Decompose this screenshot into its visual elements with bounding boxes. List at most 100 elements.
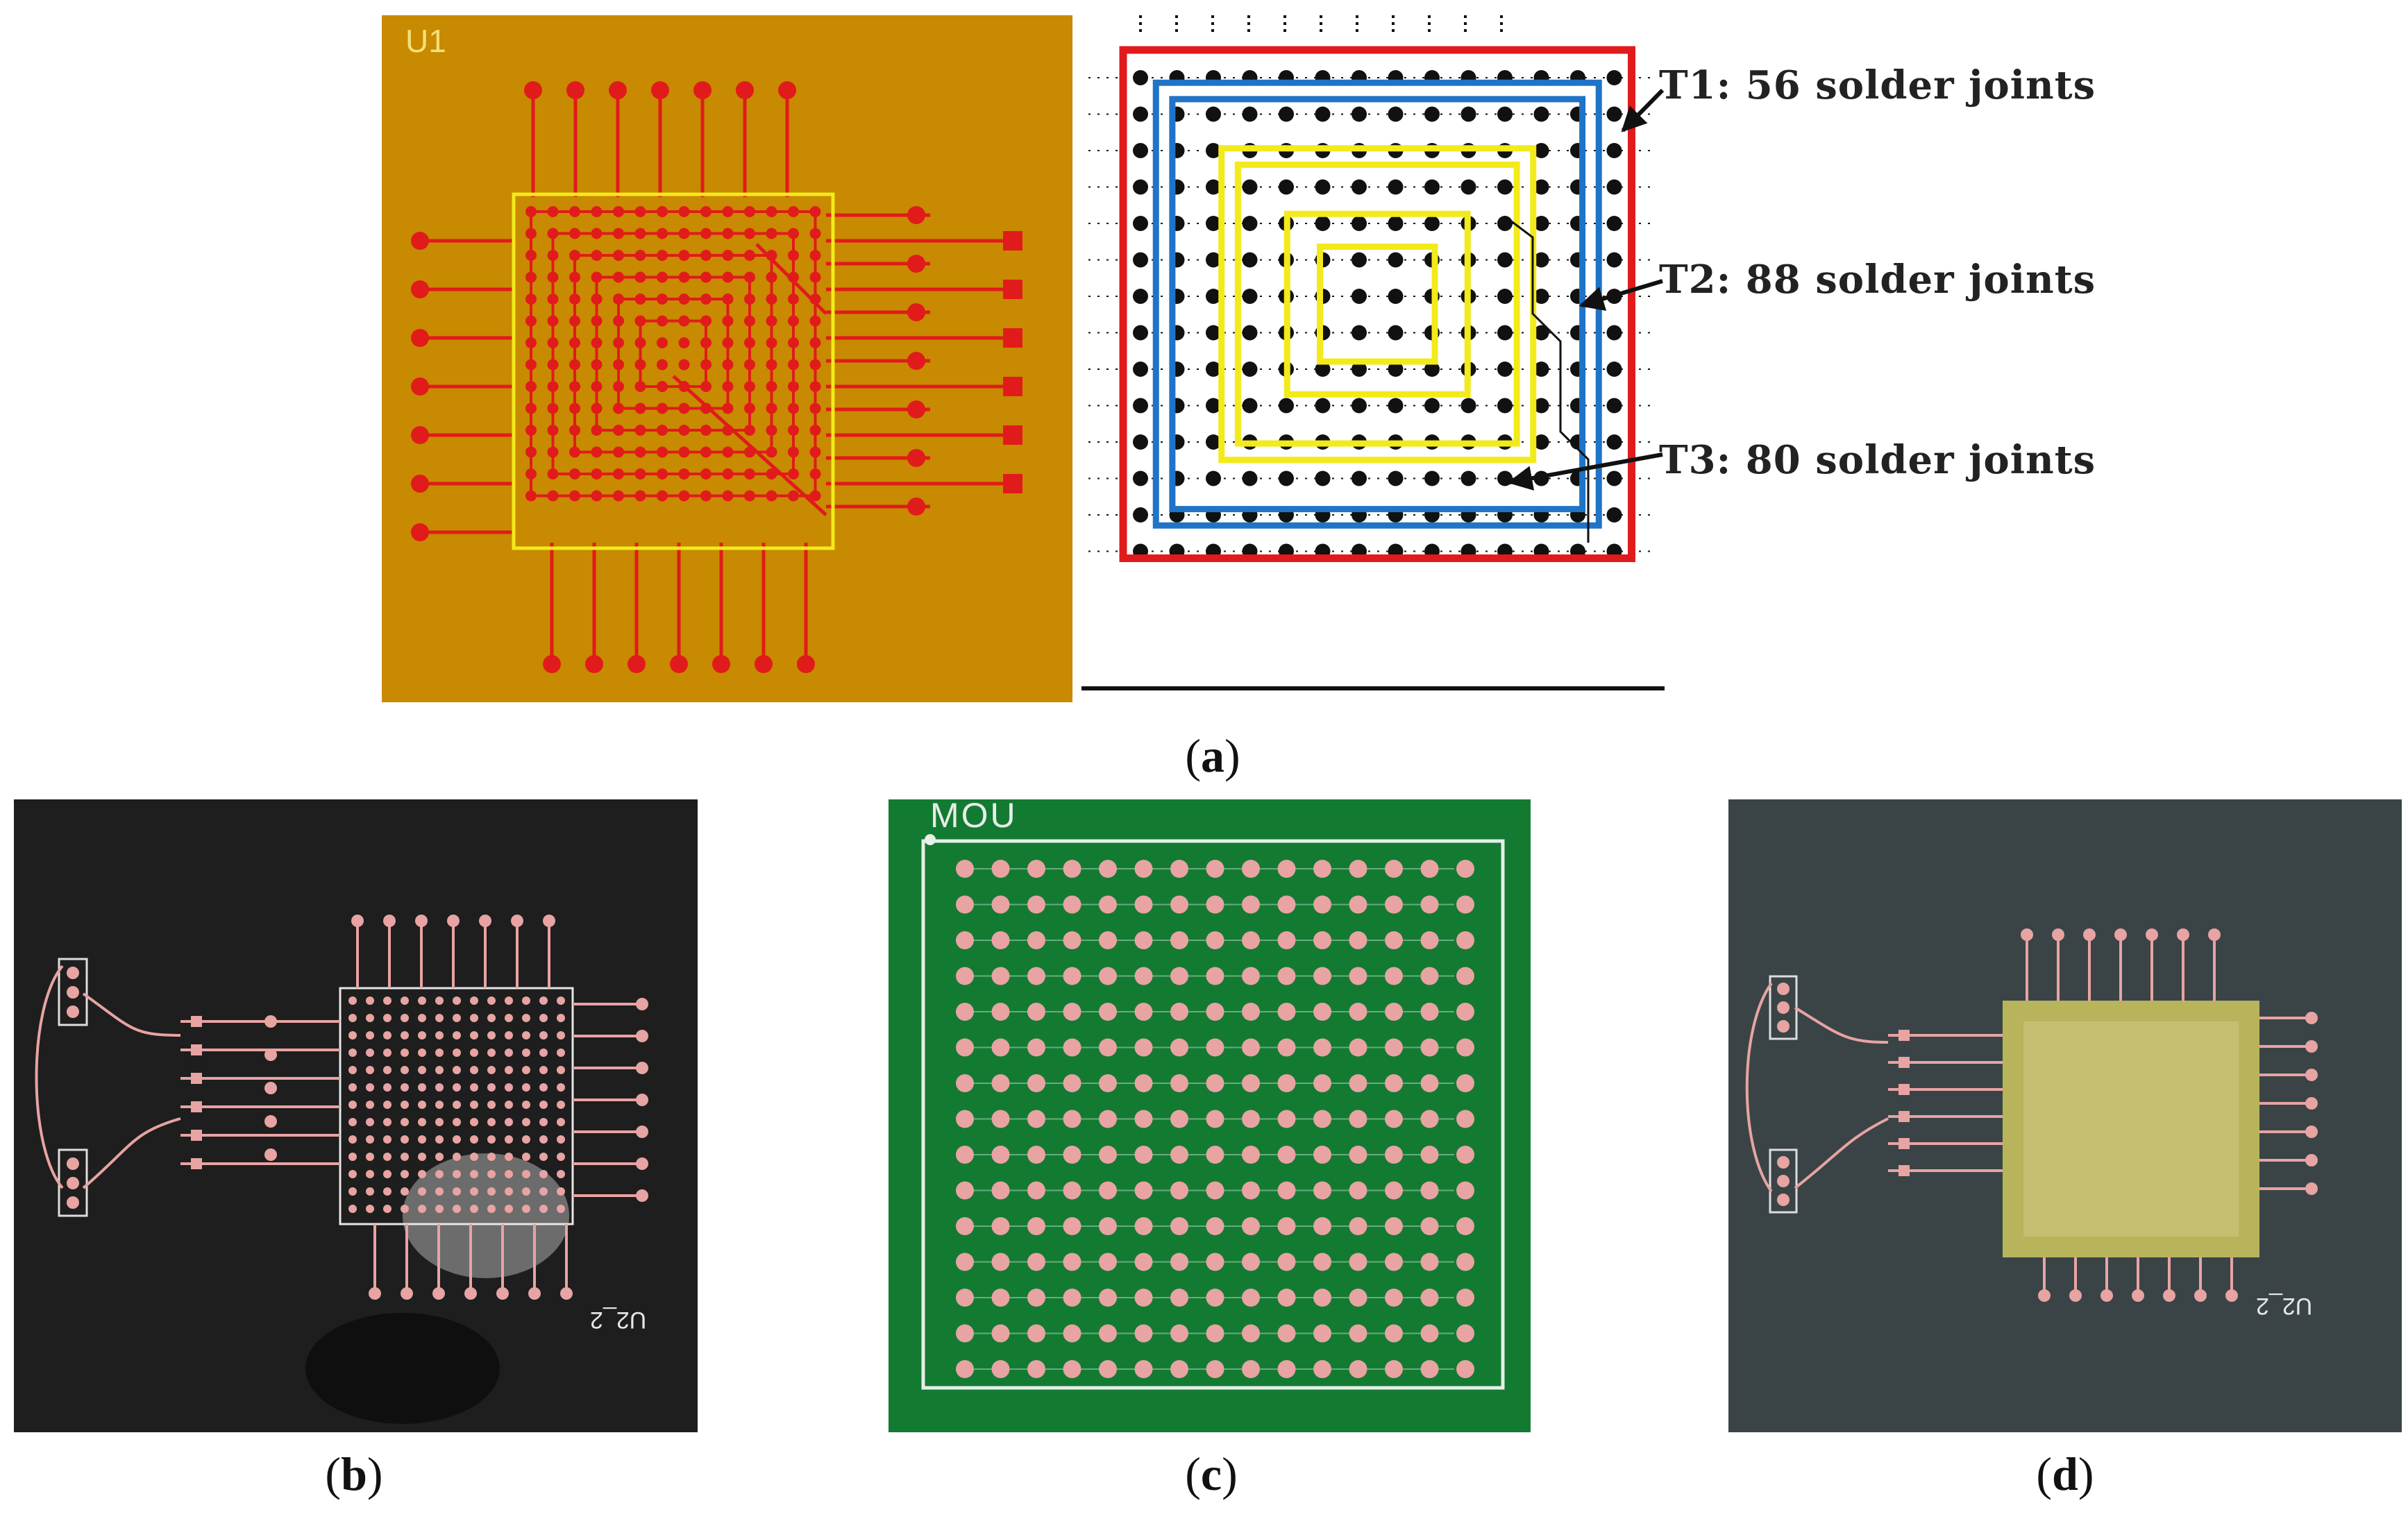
pad: [1420, 1324, 1439, 1343]
solder-joint: [1533, 143, 1549, 158]
pad: [1099, 1038, 1117, 1057]
pad: [505, 1118, 513, 1126]
pad: [1277, 1289, 1296, 1307]
pad: [1099, 1146, 1117, 1164]
caption-b: (b): [325, 1448, 383, 1500]
pad: [383, 1101, 391, 1109]
pad: [557, 996, 565, 1005]
test-pad: [1003, 280, 1022, 299]
pad-bottom: [464, 1287, 477, 1300]
pad: [418, 996, 426, 1005]
pad: [1134, 1146, 1153, 1164]
pad: [1349, 1038, 1367, 1057]
pad: [383, 1187, 391, 1196]
pad: [366, 1049, 374, 1057]
solder-joint: [1606, 252, 1622, 268]
pad-top: [447, 915, 460, 927]
pad: [1242, 895, 1260, 914]
pad: [366, 1014, 374, 1022]
pad: [557, 1031, 565, 1039]
test-pad: [191, 1016, 202, 1027]
chain-trace: [573, 254, 773, 454]
pad: [418, 1187, 426, 1196]
pad: [1099, 1110, 1117, 1128]
pad: [1063, 967, 1081, 985]
pad: [1456, 1217, 1474, 1235]
pad: [1170, 1003, 1188, 1021]
test-pad: [1003, 474, 1022, 493]
pad: [348, 1153, 357, 1161]
pad: [1027, 860, 1045, 878]
pcb-marking-d: U2_2: [2256, 1293, 2313, 1319]
pad: [991, 1038, 1010, 1057]
pad: [435, 1187, 444, 1196]
connector: [58, 958, 88, 1026]
pad: [348, 1014, 357, 1022]
solder-joint: [1388, 289, 1404, 304]
pad: [505, 996, 513, 1005]
solder-joint: [1424, 362, 1440, 377]
pad: [470, 1014, 478, 1022]
solder-joint: [1533, 362, 1549, 377]
pad: [991, 1289, 1010, 1307]
pad: [522, 1014, 530, 1022]
chain-loop: [1218, 145, 1537, 464]
pad: [1134, 1110, 1153, 1128]
pad: [401, 1118, 409, 1126]
pad: [401, 1031, 409, 1039]
pad: [1027, 931, 1045, 949]
test-pad: [1898, 1111, 1910, 1122]
pad: [366, 1066, 374, 1074]
solder-joint: [1242, 106, 1258, 122]
pad: [991, 967, 1010, 985]
pad: [383, 1014, 391, 1022]
test-pad: [1003, 377, 1022, 396]
pad: [1385, 931, 1403, 949]
pad: [1027, 1110, 1045, 1128]
pad-right: [636, 1030, 648, 1042]
pad: [1277, 1074, 1296, 1092]
connector-pin: [1777, 1175, 1790, 1187]
pad: [1456, 1289, 1474, 1307]
pad-left: [411, 475, 429, 493]
pad: [435, 1205, 444, 1213]
solder-joint: [1424, 106, 1440, 122]
pad: [505, 1066, 513, 1074]
pad: [1206, 1110, 1224, 1128]
loop-trace: [35, 965, 64, 1189]
connector-pin: [67, 986, 79, 999]
pad: [348, 1187, 357, 1196]
pad: [470, 1170, 478, 1178]
caption-a: (a): [1185, 729, 1240, 782]
pad: [1313, 1110, 1331, 1128]
solder-joint: [1206, 106, 1221, 122]
pad: [991, 1110, 1010, 1128]
pad: [401, 1170, 409, 1178]
pad: [505, 1153, 513, 1161]
pad: [1063, 895, 1081, 914]
pad-top: [383, 915, 396, 927]
solder-joint: [1242, 362, 1258, 377]
pad: [539, 1153, 548, 1161]
pad: [1206, 860, 1224, 878]
solder-joint: [1606, 362, 1622, 377]
pad: [1170, 1146, 1188, 1164]
connector-pin: [1777, 1001, 1790, 1014]
pad-bottom: [496, 1287, 509, 1300]
connector-pin: [1777, 1020, 1790, 1033]
pad: [1349, 1324, 1367, 1343]
pad: [1027, 1146, 1045, 1164]
solder-joint: [1206, 434, 1221, 450]
pad: [383, 1153, 391, 1161]
diagonal-trace: [672, 375, 827, 516]
pad: [487, 1049, 496, 1057]
pad: [1170, 931, 1188, 949]
solder-joint: [1279, 106, 1294, 122]
solder-joint: [1133, 434, 1148, 450]
pad: [1242, 860, 1260, 878]
route-trace: [82, 1117, 181, 1189]
pad: [1277, 895, 1296, 914]
pad: [1385, 1074, 1403, 1092]
pad: [1099, 895, 1117, 914]
pad-right: [907, 303, 925, 321]
